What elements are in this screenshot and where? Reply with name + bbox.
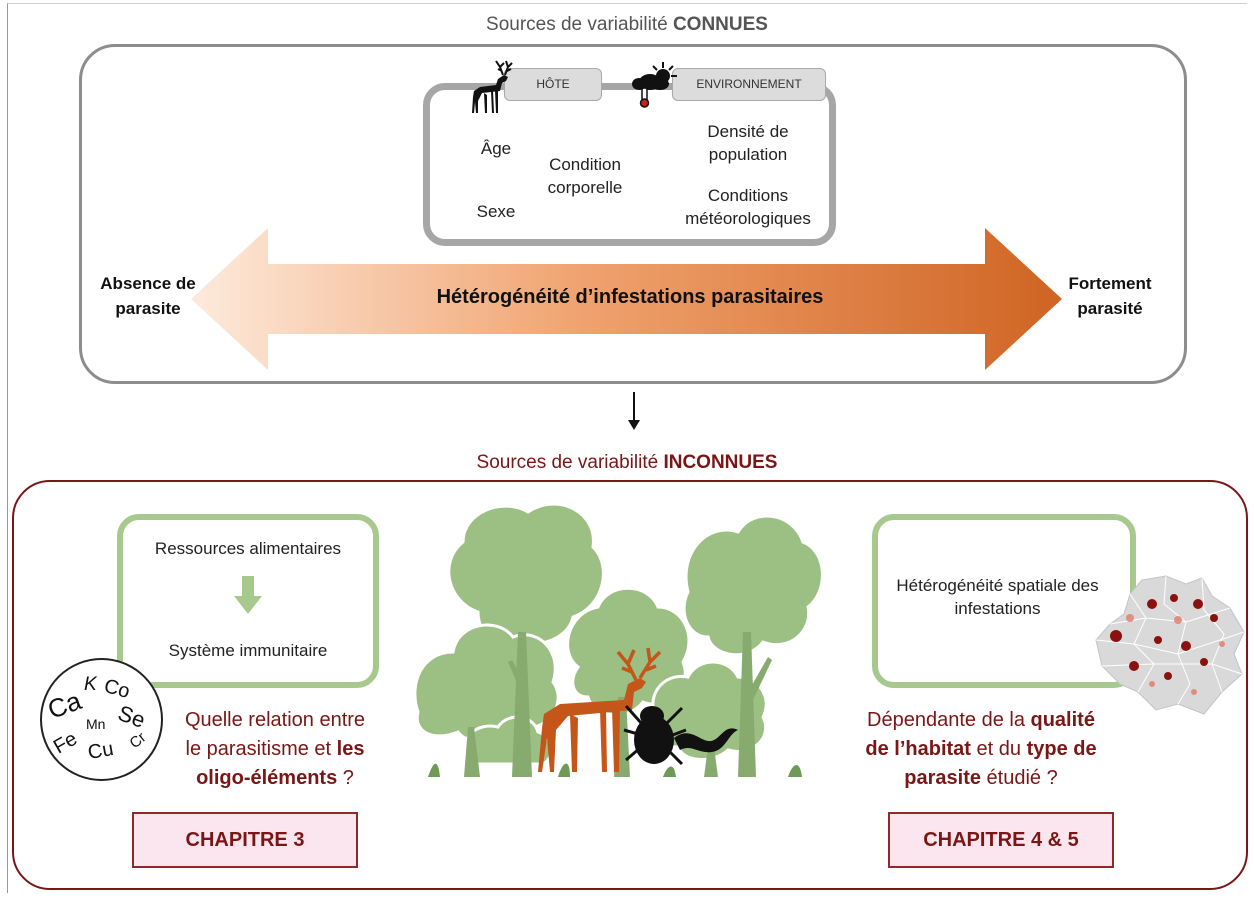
heterogeneity-arrow (191, 228, 1062, 370)
tick-icon (623, 705, 738, 766)
unknown-box (12, 480, 1248, 890)
known-box (79, 44, 1187, 384)
density-label: Densité de population (707, 122, 789, 164)
known-title: Sources de variabilité CONNUES (486, 14, 768, 35)
image-frame (7, 3, 1247, 893)
deer-icon (472, 60, 513, 113)
arrow-label: Hétérogénéité d’infestations parasitaire… (436, 286, 824, 308)
element-mn: Mn (86, 716, 106, 732)
element-se: Se (114, 700, 149, 733)
trace-elements-circle: Ca K Co Mn Se Fe Cu Cr (40, 658, 163, 781)
weather-icon (632, 62, 677, 108)
element-fe: Fe (49, 727, 82, 759)
spatial-label: Hétérogénéité spatiale des infestations (896, 576, 1099, 618)
question-habitat: Dépendante de la qualité de l’habitat et… (865, 709, 1097, 789)
absence-label: Absence de parasite (100, 274, 196, 318)
element-k: K (84, 674, 97, 695)
sex-label: Sexe (476, 202, 516, 221)
factors-box (423, 83, 836, 246)
environment-tab: ENVIRONNEMENT (672, 68, 826, 101)
spatial-box (872, 514, 1136, 688)
age-label: Âge (480, 139, 512, 158)
unknown-title: Sources de variabilité INCONNUES (476, 452, 778, 473)
element-cr: Cr (126, 728, 150, 753)
host-tab: HÔTE (504, 68, 602, 101)
map-icon (1095, 575, 1245, 715)
weather-label: Conditions météorologiques (685, 186, 811, 228)
question-trace-elements: Quelle relation entre le parasitisme et … (184, 709, 366, 789)
green-arrow-icon (234, 576, 262, 614)
deer-illustration (538, 647, 662, 772)
immune-system-label: Système immunitaire (168, 641, 328, 660)
chapter-4-5-box: CHAPITRE 4 & 5 (888, 812, 1114, 868)
element-cu: Cu (86, 737, 116, 765)
forest-illustration (413, 502, 824, 777)
condition-label: Condition corporelle (547, 155, 623, 197)
strongly-parasitized-label: Fortement parasité (1068, 274, 1152, 318)
element-ca: Ca (43, 685, 86, 725)
resources-label: Ressources alimentaires (154, 539, 342, 558)
arrow-down-icon (628, 392, 640, 430)
chapter-3-box: CHAPITRE 3 (132, 812, 358, 868)
element-co: Co (101, 675, 133, 703)
